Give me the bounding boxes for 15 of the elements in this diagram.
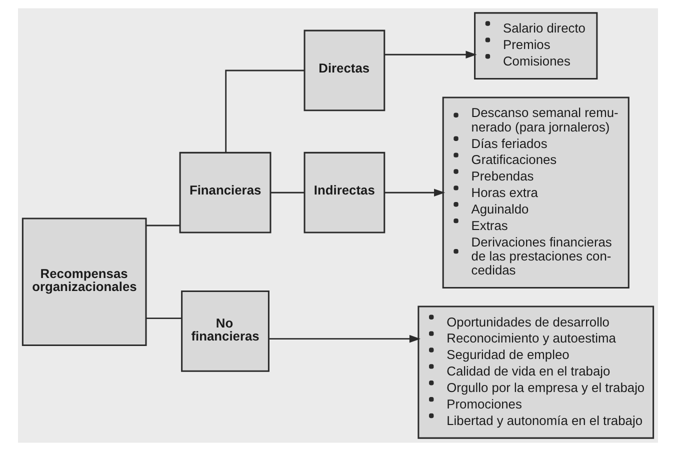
- arrow: [268, 334, 420, 343]
- connector: [224, 70, 304, 153]
- arrow: [384, 188, 445, 196]
- node-box: Oportunidades de desarrollo Reconocimiento y autoestima Seguridad de empleo Calidad de vida en el trabajo Orgullo por la empresa y el trabajo Promociones Libertad y autonomía en el trabajo: [417, 306, 654, 439]
- node-box: No financieras: [180, 290, 269, 372]
- arrow: [384, 50, 476, 58]
- connector: [146, 224, 180, 226]
- node-box: Salario directo Premios Comisiones: [474, 12, 598, 80]
- node-box: Recompensas organizacionales: [21, 218, 146, 346]
- connector: [146, 318, 182, 319]
- connector: [270, 192, 304, 194]
- node-box: Indirectas: [303, 152, 385, 234]
- node-box: Descanso semanal remu- nerado (para jornaleros) Días feriados Gratificaciones Prebendas Horas extra Aguinaldo Extras Derivaciones financieras de las prestaciones con- cedidas: [442, 96, 629, 288]
- node-box: Directas: [303, 30, 385, 112]
- node-box: Financieras: [178, 152, 271, 234]
